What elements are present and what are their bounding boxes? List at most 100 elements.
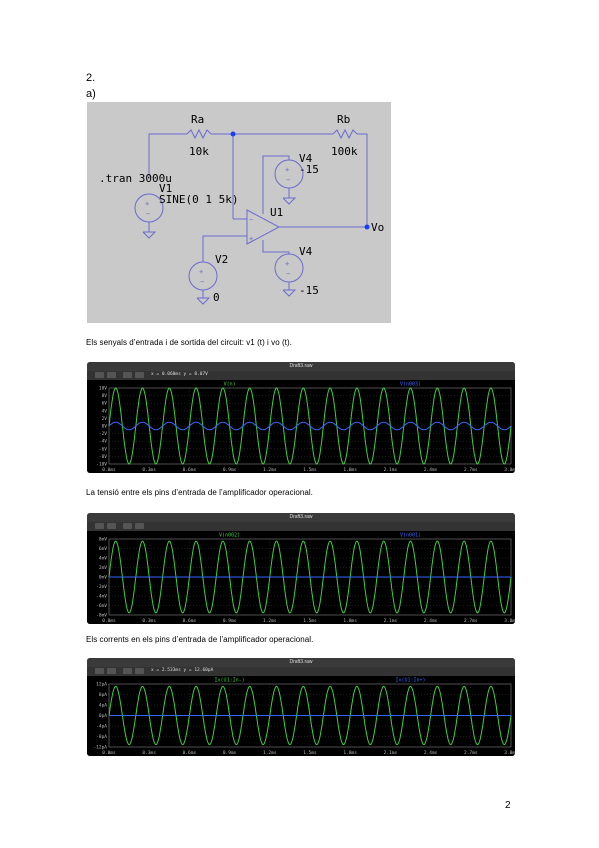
zoom-in-button[interactable] xyxy=(95,372,104,378)
x-tick-label: 2.4ms xyxy=(424,618,438,624)
cursor-button[interactable] xyxy=(135,372,144,378)
y-tick-label: 0V xyxy=(102,424,108,430)
x-tick-label: 1.8ms xyxy=(343,618,357,624)
y-tick-label: 8mV xyxy=(99,537,107,543)
y-tick-label: 4mV xyxy=(99,556,107,562)
y-tick-label: 12pA xyxy=(96,682,107,688)
y-tick-label: 6mV xyxy=(99,546,107,552)
caption-2: La tensió entre els pins d’entrada de l’… xyxy=(86,488,313,497)
v3-label: V4 xyxy=(299,152,313,165)
caption-1: Els senyals d’entrada i de sortida del c… xyxy=(86,338,292,347)
y-tick-label: -4mV xyxy=(96,594,107,600)
svg-text:−: − xyxy=(200,278,204,286)
y-tick-label: 8V xyxy=(102,393,108,399)
window-titlebar: Draft3.raw xyxy=(87,658,515,671)
ltspice-window-3: Draft3.raw x = 2.533ms y = 12.60pA 12pA 8… xyxy=(87,658,515,756)
toolbar: x = 0.060ms y = 8.07V xyxy=(87,371,515,380)
legend-label[interactable]: V(n001) xyxy=(400,533,421,539)
x-tick-label: 2.7ms xyxy=(464,467,478,473)
cursor-button[interactable] xyxy=(135,523,144,529)
svg-text:+: + xyxy=(145,200,149,208)
v4-label: V4 xyxy=(299,245,313,258)
window-title: Draft3.raw xyxy=(289,363,313,369)
svg-text:+: + xyxy=(285,260,289,268)
cursor-readout: x = 0.060ms y = 8.07V xyxy=(151,372,208,377)
svg-text:−: − xyxy=(286,176,290,184)
x-tick-label: 2.4ms xyxy=(424,467,438,473)
y-tick-label: -2V xyxy=(99,431,107,437)
page-number: 2 xyxy=(505,800,511,811)
y-tick-label: 2V xyxy=(102,416,108,422)
y-tick-label: -8V xyxy=(99,454,107,460)
svg-text:−: − xyxy=(249,216,253,224)
svg-text:−: − xyxy=(146,210,150,218)
toolbar xyxy=(87,522,515,531)
x-tick-label: 1.2ms xyxy=(263,750,277,756)
schematic-drawing: Ra 10k Rb 100k .tran 3000u V1 SINE(0 1 5… xyxy=(99,113,384,305)
v2-label: V2 xyxy=(215,253,228,266)
zoom-fit-button[interactable] xyxy=(123,523,132,529)
tran-directive: .tran 3000u xyxy=(99,172,172,185)
zoom-in-button[interactable] xyxy=(95,523,104,529)
v4-value: -15 xyxy=(299,284,319,297)
x-tick-label: 0.9ms xyxy=(223,618,237,624)
x-tick-label: 3.0ms xyxy=(504,467,515,473)
v1-value: SINE(0 1 5k) xyxy=(159,193,238,206)
x-tick-label: 0.9ms xyxy=(223,750,237,756)
zoom-fit-button[interactable] xyxy=(123,668,132,674)
zoom-fit-button[interactable] xyxy=(123,372,132,378)
y-tick-label: 8pA xyxy=(99,692,107,698)
legend-label[interactable]: V(n002) xyxy=(219,533,240,539)
svg-text:−: − xyxy=(286,270,290,278)
u1-label: U1 xyxy=(270,206,283,219)
y-tick-label: -4V xyxy=(99,439,107,445)
ra-value: 10k xyxy=(189,145,209,158)
y-tick-label: 2mV xyxy=(99,565,107,571)
window-titlebar: Draft3.raw xyxy=(87,513,515,526)
legend-label[interactable]: Ix(U1:In-) xyxy=(215,678,245,684)
x-tick-label: 2.1ms xyxy=(384,750,398,756)
toolbar: x = 2.533ms y = 12.60pA xyxy=(87,667,515,676)
x-tick-label: 1.2ms xyxy=(263,618,277,624)
y-tick-label: -12pA xyxy=(93,745,107,751)
legend-label[interactable]: V(n) xyxy=(224,382,236,388)
y-tick-label: -8mV xyxy=(96,613,107,619)
window-title: Draft3.raw xyxy=(289,659,313,665)
legend-label[interactable]: Ix(U1:In+) xyxy=(395,678,425,684)
x-tick-label: 2.7ms xyxy=(464,618,478,624)
circuit-schematic: Ra 10k Rb 100k .tran 3000u V1 SINE(0 1 5… xyxy=(87,102,391,323)
zoom-out-button[interactable] xyxy=(107,523,116,529)
x-tick-label: 1.5ms xyxy=(303,618,317,624)
y-tick-label: -10V xyxy=(96,462,107,468)
x-tick-label: 0.3ms xyxy=(142,467,156,473)
rb-value: 100k xyxy=(331,145,358,158)
window-titlebar: Draft3.raw xyxy=(87,362,515,375)
x-tick-label: 1.5ms xyxy=(303,467,317,473)
zoom-in-button[interactable] xyxy=(95,668,104,674)
zoom-out-button[interactable] xyxy=(107,372,116,378)
cursor-readout: x = 2.533ms y = 12.60pA xyxy=(151,668,214,673)
cursor-button[interactable] xyxy=(135,668,144,674)
x-tick-label: 3.0ms xyxy=(504,750,515,756)
x-tick-label: 2.1ms xyxy=(384,618,398,624)
y-tick-label: 4pA xyxy=(99,703,107,709)
y-tick-label: 4V xyxy=(102,408,108,414)
legend-label[interactable]: V(n003) xyxy=(400,382,421,388)
x-tick-label: 0.3ms xyxy=(142,750,156,756)
y-tick-label: 10V xyxy=(99,386,107,392)
v1-label: V1 xyxy=(159,182,172,195)
x-tick-label: 1.8ms xyxy=(343,467,357,473)
zoom-out-button[interactable] xyxy=(107,668,116,674)
x-tick-label: 1.5ms xyxy=(303,750,317,756)
window-title: Draft3.raw xyxy=(289,514,313,520)
series-line-1 xyxy=(108,421,512,431)
x-tick-label: 0.9ms xyxy=(223,467,237,473)
